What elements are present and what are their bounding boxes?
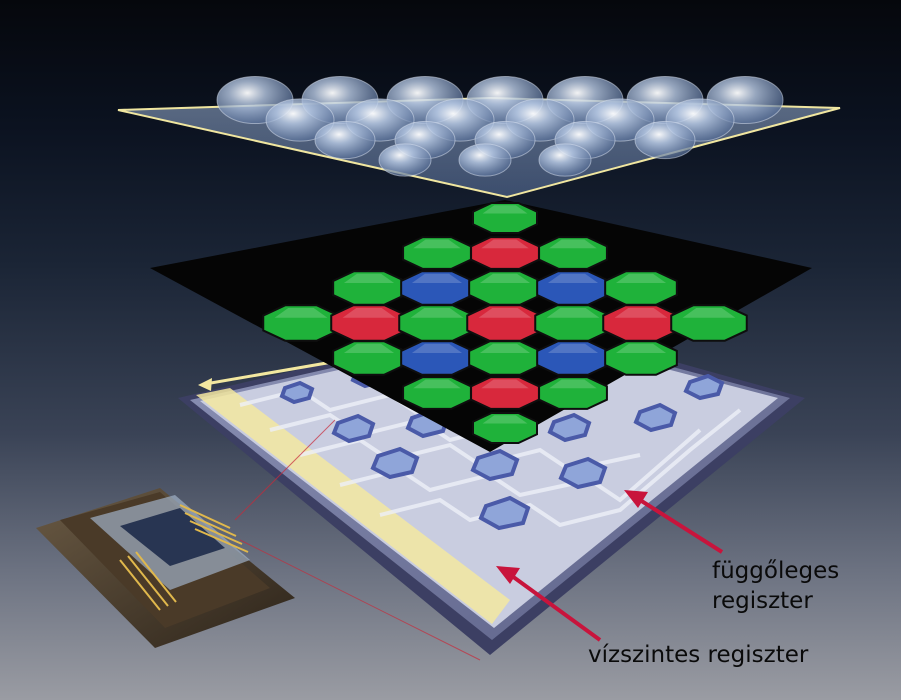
microlens-array <box>216 75 784 177</box>
color-filter-plate <box>150 200 812 452</box>
filter-pixel-highlight <box>411 273 463 283</box>
vertical-register-label-line2: regiszter <box>712 588 813 614</box>
filter-pixel-highlight <box>482 205 528 214</box>
vertical-register-label: függőleges regiszter <box>712 556 839 616</box>
filter-pixel-green <box>262 304 340 342</box>
filter-pixel-highlight <box>479 273 531 283</box>
filter-pixel-highlight <box>481 379 529 389</box>
microlens <box>634 120 696 160</box>
filter-pixel-highlight <box>274 307 328 318</box>
microlens-plate <box>117 75 841 199</box>
filter-pixel-highlight <box>481 239 529 249</box>
filter-pixel-highlight <box>482 415 528 424</box>
filter-pixel-green <box>538 236 608 270</box>
horizontal-register-strip <box>196 388 510 624</box>
filter-pixel-highlight <box>342 307 396 318</box>
filter-pixel-red <box>470 236 540 270</box>
filter-pixel-green <box>472 202 538 234</box>
filter-pixel-green <box>538 376 608 410</box>
filter-pixel-green <box>670 304 748 342</box>
microlens <box>378 143 432 177</box>
microlens <box>538 143 592 177</box>
filter-pixel-highlight <box>615 273 667 283</box>
filter-pixel-highlight <box>549 379 597 389</box>
filter-pixel-green <box>468 340 542 376</box>
filter-pixel-highlight <box>546 307 600 318</box>
microlens <box>458 143 512 177</box>
filter-pixel-red <box>470 376 540 410</box>
filter-pixel-highlight <box>549 239 597 249</box>
filter-pixel-highlight <box>479 343 531 353</box>
horizontal-register-label: vízszintes regiszter <box>588 642 809 668</box>
filter-pixel-blue <box>536 340 610 376</box>
vertical-register-arrow-icon <box>624 490 724 554</box>
filter-pixel-highlight <box>682 307 736 318</box>
filter-pixel-green <box>472 412 538 444</box>
filter-pixel-green <box>402 236 472 270</box>
filter-pixel-green <box>332 340 406 376</box>
filter-pixel-highlight <box>547 343 599 353</box>
filter-pixel-highlight <box>413 239 461 249</box>
filter-pixel-highlight <box>547 273 599 283</box>
register-plate <box>178 318 805 655</box>
filter-pixel-highlight <box>478 307 532 318</box>
microlens <box>314 120 376 160</box>
horizontal-register-arrow-icon <box>496 566 602 642</box>
filter-pixel-highlight <box>410 307 464 318</box>
ccd-chip-package <box>36 419 481 661</box>
filter-pixel-highlight <box>343 343 395 353</box>
filter-pixel-green <box>402 376 472 410</box>
filter-pixel-highlight <box>615 343 667 353</box>
microlens <box>265 98 335 142</box>
filter-pixel-highlight <box>343 273 395 283</box>
filter-pixel-highlight <box>413 379 461 389</box>
filter-mosaic <box>262 202 748 444</box>
filter-pixel-green <box>604 340 678 376</box>
filter-pixel-highlight <box>614 307 668 318</box>
filter-pixel-blue <box>400 340 474 376</box>
filter-pixel-highlight <box>411 343 463 353</box>
vertical-register-label-line1: függőleges <box>712 558 840 584</box>
